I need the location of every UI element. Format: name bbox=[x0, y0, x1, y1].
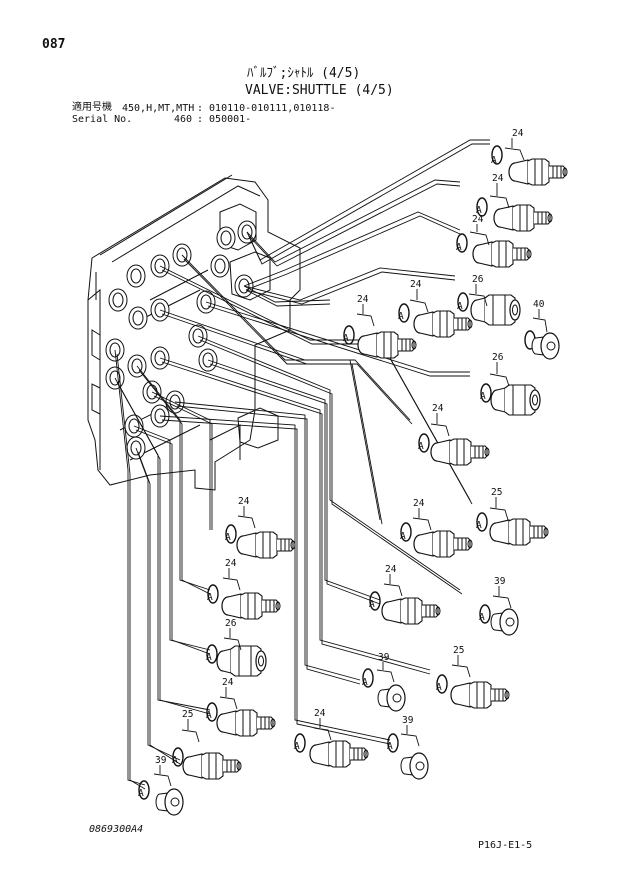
fitting-14 bbox=[182, 752, 242, 780]
callout-3: 24 bbox=[472, 214, 484, 225]
page-number: 087 bbox=[42, 37, 66, 52]
a-label: A bbox=[491, 155, 497, 166]
a-label: A bbox=[479, 612, 485, 623]
adapter-3 bbox=[216, 645, 267, 677]
serial-row1-value: : 010110-010111,010118- bbox=[197, 103, 336, 114]
parts bbox=[138, 145, 568, 816]
a-label: A bbox=[207, 592, 213, 603]
callout-8: 26 bbox=[492, 352, 504, 363]
callout-1: 24 bbox=[512, 128, 524, 139]
callout-9: 24 bbox=[432, 403, 444, 414]
fitting-4 bbox=[413, 310, 473, 338]
callout-4: 24 bbox=[410, 279, 422, 290]
fitting-8 bbox=[413, 530, 473, 558]
a-label: A bbox=[480, 391, 486, 402]
fitting-11 bbox=[221, 592, 281, 620]
a-label: A bbox=[476, 520, 482, 531]
a-label: A bbox=[343, 333, 349, 344]
callout-a-labels: A A A A A A A A A A A A A A A A A A A A … bbox=[138, 155, 497, 799]
callout-6: 26 bbox=[472, 274, 484, 285]
plug-1 bbox=[531, 332, 560, 360]
a-label: A bbox=[436, 682, 442, 693]
a-label: A bbox=[369, 599, 375, 610]
leader-lines bbox=[114, 139, 490, 790]
serial-row1-models: 450,H,MT,MTH bbox=[122, 103, 195, 114]
adapter-1 bbox=[470, 294, 521, 326]
callout-12: 24 bbox=[238, 496, 250, 507]
a-label: A bbox=[138, 788, 144, 799]
callout-14: 39 bbox=[494, 576, 506, 587]
plug-5 bbox=[155, 788, 184, 816]
plug-2 bbox=[490, 608, 519, 636]
callout-19: 25 bbox=[182, 709, 193, 720]
a-label: A bbox=[400, 531, 406, 542]
a-label: A bbox=[206, 652, 212, 663]
callout-22: 39 bbox=[155, 755, 167, 766]
callout-10: 24 bbox=[413, 498, 425, 509]
callout-16: 24 bbox=[225, 558, 237, 569]
serial-row2-value: : 050001- bbox=[197, 114, 252, 125]
plug-4 bbox=[400, 752, 429, 780]
fitting-9 bbox=[236, 531, 296, 559]
callout-21: 39 bbox=[402, 715, 414, 726]
a-label: A bbox=[362, 677, 368, 688]
a-label: A bbox=[418, 441, 424, 452]
fitting-1 bbox=[508, 158, 568, 186]
serial-row1-label: 適用号機 bbox=[72, 102, 112, 113]
fitting-6 bbox=[430, 438, 490, 466]
a-label: A bbox=[206, 710, 212, 721]
footer-page-code: P16J-E1-5 bbox=[478, 840, 533, 851]
callout-17: 39 bbox=[378, 652, 390, 663]
fitting-15 bbox=[309, 740, 369, 768]
title-english: VALVE:SHUTTLE (4/5) bbox=[245, 83, 394, 98]
a-label: A bbox=[294, 741, 300, 752]
callout-20: 24 bbox=[314, 708, 326, 719]
a-label: A bbox=[476, 205, 482, 216]
callout-5: 24 bbox=[357, 294, 369, 305]
serial-row2-models: 460 bbox=[174, 114, 193, 125]
callout-2: 24 bbox=[492, 173, 504, 184]
fitting-2 bbox=[493, 204, 553, 232]
serial-row2-label: Serial No. bbox=[72, 114, 133, 125]
callout-brackets bbox=[153, 138, 548, 787]
fitting-12 bbox=[450, 681, 510, 709]
fitting-13 bbox=[216, 709, 276, 737]
adapter-2 bbox=[490, 384, 541, 416]
plug-3 bbox=[377, 684, 406, 712]
fitting-3 bbox=[472, 240, 532, 268]
callout-13: 24 bbox=[385, 564, 397, 575]
callout-7: 40 bbox=[533, 299, 545, 310]
footer-drawing-number: 0869300A4 bbox=[89, 824, 144, 835]
fitting-5 bbox=[357, 331, 417, 359]
callout-11: 25 bbox=[491, 487, 502, 498]
fitting-7 bbox=[489, 518, 549, 546]
callout-labels: 24 24 24 24 24 26 40 26 24 24 25 24 24 3… bbox=[155, 128, 545, 766]
a-label: A bbox=[172, 755, 178, 766]
a-label: A bbox=[456, 242, 462, 253]
a-label: A bbox=[457, 301, 463, 312]
a-label: A bbox=[387, 741, 393, 752]
callout-23: 24 bbox=[222, 677, 234, 688]
callout-18: 25 bbox=[453, 645, 464, 656]
a-label: A bbox=[398, 311, 404, 322]
a-label: A bbox=[225, 532, 231, 543]
callout-15: 26 bbox=[225, 618, 237, 629]
title-japanese: ﾊﾞﾙﾌﾞ;ｼｬﾄﾙ (4/5) bbox=[247, 66, 361, 81]
fitting-10 bbox=[381, 597, 441, 625]
